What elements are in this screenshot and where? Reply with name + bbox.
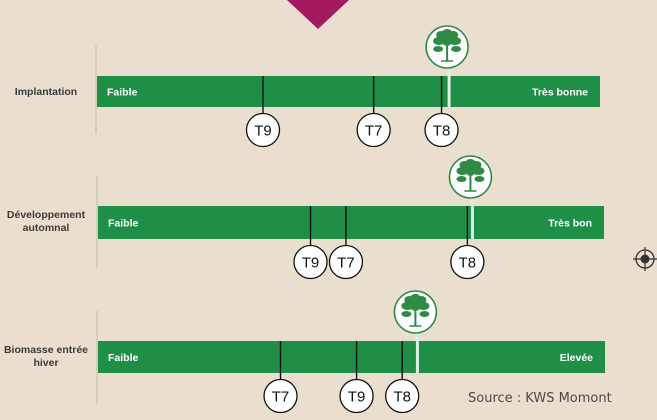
marker-circle	[385, 378, 420, 414]
plant-icon-leaf	[456, 176, 467, 182]
marker-circle	[293, 244, 328, 280]
crosshair-icon	[633, 247, 657, 271]
plant-icon-leaf	[465, 159, 476, 167]
plant-icon-leaf	[433, 37, 446, 45]
marker-label: T7	[365, 123, 383, 140]
scale-high-label: Très bonne	[532, 87, 588, 99]
scale-high-label: Elevée	[560, 352, 593, 364]
plant-icon-leaf	[417, 302, 430, 310]
plant-icon-leaf	[465, 166, 476, 176]
plant-icon-leaf	[442, 29, 453, 37]
plant-icon-leaf	[474, 176, 485, 182]
marker-circle	[356, 112, 391, 148]
top-triangle	[287, 0, 349, 29]
scale-low-label: Faible	[108, 218, 139, 230]
marker-label: T8	[459, 255, 477, 272]
plant-icon-leaf	[401, 302, 414, 310]
marker-label: T7	[337, 255, 355, 272]
plant-icon-leaf	[410, 294, 421, 302]
scale-bar	[97, 76, 600, 107]
plant-icon-leaf	[456, 167, 469, 175]
scale-low-label: Faible	[107, 87, 138, 99]
plant-icon-leaf	[433, 46, 444, 52]
plant-icon-leaf	[472, 167, 485, 175]
marker-label: T9	[254, 123, 272, 140]
row-label-implantation: Implantation	[14, 86, 78, 98]
marker-circle	[450, 244, 485, 280]
plant-icon-leaf	[449, 37, 462, 45]
marker-circle	[245, 112, 281, 148]
plant-icon-leaf	[451, 46, 462, 52]
marker-label: T9	[302, 255, 320, 272]
marker-label: T7	[272, 389, 290, 406]
plant-icon	[425, 25, 469, 69]
marker-circle	[263, 378, 298, 414]
plant-icon	[448, 155, 493, 199]
plant-icon-leaf	[442, 36, 453, 46]
plant-icon-leaf	[401, 311, 412, 317]
marker-circle	[424, 112, 459, 148]
source-caption: Source : KWS Momont	[468, 391, 612, 406]
scale-bar	[98, 341, 605, 373]
plant-icon	[393, 290, 438, 334]
scale-low-label: Faible	[108, 352, 139, 364]
scale-bar	[98, 206, 604, 239]
row-label-biomasse: Biomasse entrée hiver	[3, 344, 89, 369]
marker-circle	[339, 378, 374, 414]
marker-circle	[328, 244, 364, 280]
marker-label: T8	[433, 123, 451, 140]
marker-label: T8	[393, 389, 411, 406]
row-label-developpement: Développement automnal	[6, 209, 86, 234]
plant-icon-leaf	[419, 311, 430, 317]
marker-label: T9	[348, 389, 366, 406]
scale-high-label: Très bon	[548, 218, 592, 230]
plant-icon-leaf	[410, 301, 421, 311]
